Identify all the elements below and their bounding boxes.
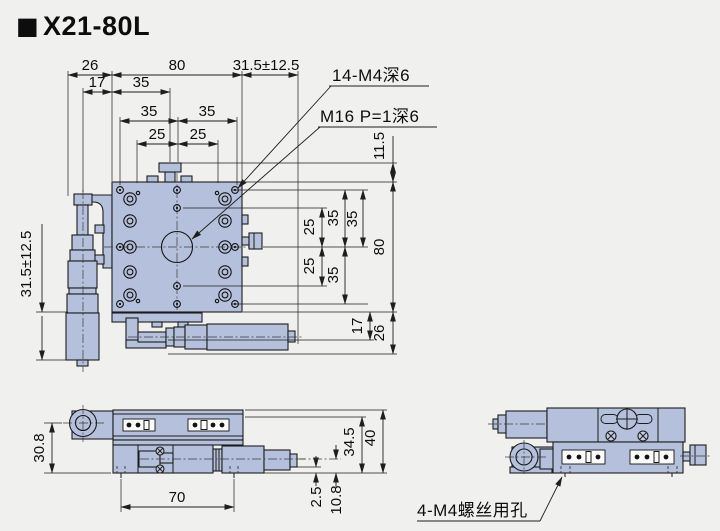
left-travel-dimension: 31.5±12.5: [18, 224, 77, 361]
y-axis-micrometer: [65, 190, 100, 372]
center-thread-hole: [160, 230, 194, 264]
dim-25-r: 25: [190, 126, 207, 143]
dim-travel-v: 31.5±12.5: [18, 231, 35, 298]
dim-30-8: 30.8: [31, 433, 48, 462]
callout-top-holes: 14-M4深6: [237, 66, 429, 189]
screw-hole-pattern: [116, 186, 239, 308]
callout-top-holes-label: 14-M4深6: [332, 66, 410, 85]
side-micrometer: [140, 445, 305, 474]
bearing-track: [122, 418, 230, 432]
dim-35-u1: 35: [325, 210, 342, 227]
dim-26: 26: [82, 57, 99, 74]
callout-base-holes: 4-M4螺丝用孔: [417, 476, 563, 522]
front-bearing-track: [561, 449, 675, 465]
dim-35-u2: 35: [344, 211, 361, 228]
top-clamp-knob: [146, 162, 193, 183]
right-dimensions: 25 25 35 35 35 17 11.5 80 26: [301, 132, 396, 355]
title-marker: ■: [16, 12, 39, 40]
dim-10-8: 10.8: [328, 485, 345, 514]
callout-center-thread: M16 P=1深6: [191, 107, 437, 240]
y-axis-bracket: [86, 194, 113, 269]
front-right-knob: [680, 444, 711, 466]
page-title: ■ X21-80L: [16, 11, 150, 41]
dim-40: 40: [362, 430, 379, 447]
dim-travel-h: 31.5±12.5: [233, 57, 300, 74]
front-upper-slide: [546, 407, 686, 443]
dim-2-5: 2.5: [308, 487, 325, 508]
front-view: 4-M4螺丝用孔: [417, 407, 711, 522]
right-clamp-knob: [241, 214, 263, 267]
callout-center-thread-label: M16 P=1深6: [320, 107, 419, 126]
dim-26-v: 26: [371, 325, 388, 342]
dim-35-d: 35: [325, 267, 342, 284]
dim-25-u: 25: [301, 219, 318, 236]
dim-80-v: 80: [371, 239, 388, 256]
x-axis-micrometer: [111, 312, 303, 351]
cross-screws: [155, 446, 165, 474]
dim-35-r: 35: [199, 103, 216, 120]
dim-35-l: 35: [141, 103, 158, 120]
dim-70: 70: [169, 489, 186, 506]
dim-17: 17: [89, 74, 106, 91]
dim-11-5: 11.5: [371, 132, 388, 160]
dim-25-d: 25: [301, 258, 318, 275]
callout-base-holes-label: 4-M4螺丝用孔: [417, 501, 528, 520]
side-view: 30.8 70 2.5 10.8 34.5 40: [31, 405, 387, 515]
top-view: 14-M4深6 M16 P=1深6 26 80: [18, 57, 437, 372]
dim-34-5: 34.5: [341, 427, 358, 456]
top-adjust-knob: [616, 408, 638, 430]
dim-17-v: 17: [349, 318, 366, 335]
top-dimensions: 26 80 31.5±12.5 17 35 35 35 25 25: [67, 57, 300, 147]
dim-35-top: 35: [133, 74, 150, 91]
title-text: X21-80L: [43, 11, 150, 41]
dim-80: 80: [169, 57, 186, 74]
front-screws: [605, 430, 649, 442]
dim-25-l: 25: [149, 126, 166, 143]
side-dimensions: 30.8 70 2.5 10.8 34.5 40: [31, 409, 387, 515]
